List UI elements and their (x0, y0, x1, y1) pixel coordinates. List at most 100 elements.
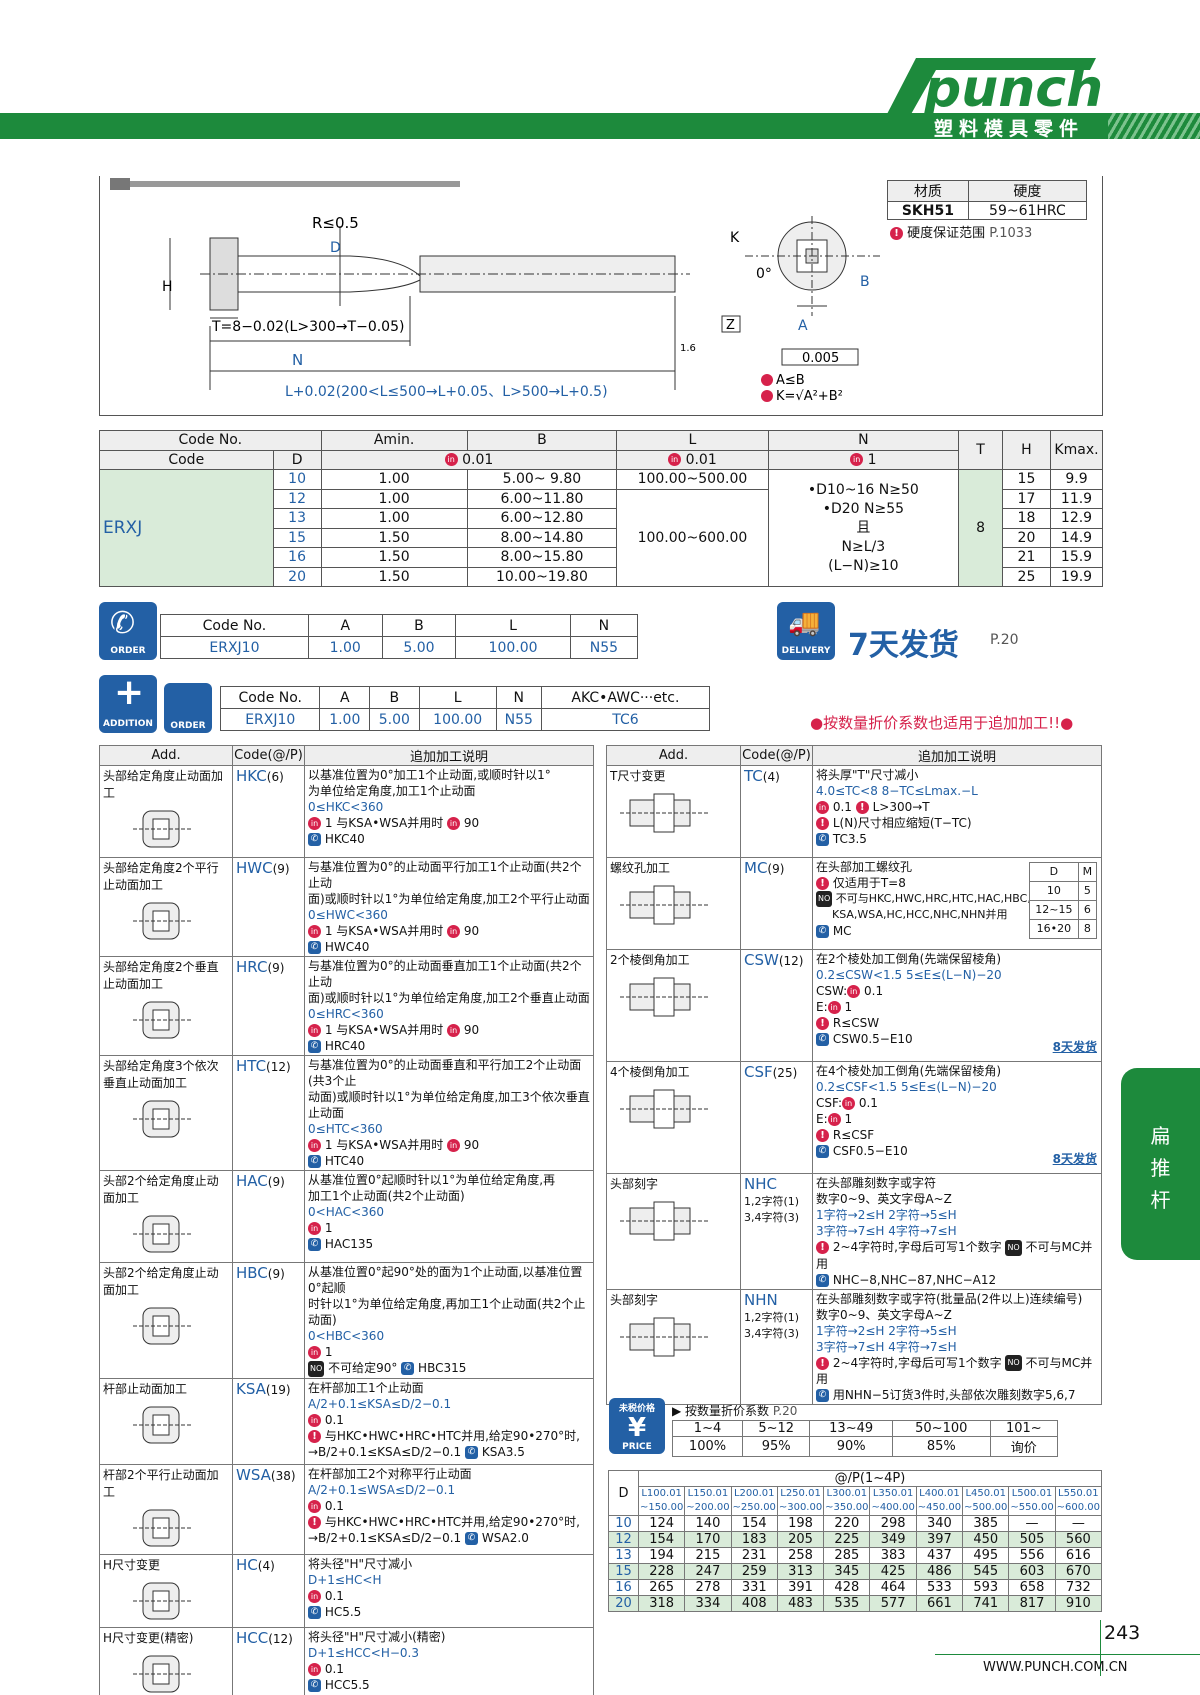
price-cell: 170 (684, 1531, 732, 1548)
price-col-header: L150.01~200.00 (684, 1486, 732, 1516)
price-cell: 340 (915, 1515, 964, 1532)
price-cell: 408 (730, 1595, 778, 1612)
price-h-d: D (608, 1470, 639, 1516)
price-cell: 505 (1008, 1531, 1056, 1548)
price-cell: 313 (776, 1563, 825, 1580)
footer-url[interactable]: WWW.PUNCH.COM.CN (983, 1660, 1128, 1675)
addition-desc: 从基准位置0°起顺时针以1°为单位给定角度,再加工1个止动面(共2个止动面)0<… (304, 1170, 594, 1263)
row-k: 15.9 (1049, 547, 1104, 568)
price-d: 20 (608, 1595, 639, 1612)
addition-name: T尺寸变更 (606, 765, 741, 858)
th-kmax: Kmax. (1049, 430, 1104, 470)
price-col-header: L350.01~400.00 (869, 1486, 917, 1516)
row-k: 14.9 (1049, 527, 1104, 548)
addition-figure (103, 1399, 229, 1450)
row-d: 20 (272, 566, 322, 587)
addition-code: KSA(19) (232, 1377, 305, 1465)
price-cell: 670 (1054, 1563, 1103, 1580)
row-a: 1.00 (320, 469, 468, 490)
addition-desc: 与基准位置为0°的止动面垂直加工1个止动面(共2个止动面)或顺时针以1°为单位给… (304, 956, 594, 1056)
delivery-ref[interactable]: P.20 (990, 632, 1019, 648)
price-cell: 154 (730, 1515, 778, 1532)
delivery-icon: DELIVERY (777, 602, 835, 660)
add-h-b: B (369, 686, 420, 709)
price-d: 16 (608, 1579, 639, 1596)
th-code: Code (99, 449, 274, 470)
price-col-header: L500.01~550.00 (1008, 1486, 1056, 1516)
price-col-header: L450.01~500.00 (962, 1486, 1010, 1516)
add-v-n: N55 (495, 708, 542, 731)
addition-figure (103, 1093, 229, 1144)
qty-h: 5~12 (742, 1420, 811, 1437)
order-v-b: 5.00 (381, 636, 457, 659)
side-char: 扁 (1150, 1124, 1171, 1148)
dim-a: A (798, 318, 808, 334)
addition-name: 头部2个给定角度止动面加工 (99, 1170, 233, 1263)
price-cell: 450 (962, 1531, 1010, 1548)
order-v-n: N55 (569, 636, 639, 659)
addition-figure (103, 803, 229, 854)
page-number: 243 (1104, 1622, 1141, 1644)
price-cell: 231 (730, 1547, 778, 1564)
th-l: L (616, 430, 769, 451)
price-d: 13 (608, 1547, 639, 1564)
addition-code: HBC(9) (232, 1262, 305, 1379)
addition-code: HCC(12) (232, 1626, 305, 1695)
price-cell: 183 (730, 1531, 778, 1548)
hardness-ref[interactable]: P.1033 (989, 226, 1033, 241)
price-cell: 259 (730, 1563, 778, 1580)
technical-drawing: R≤0.5 T=8−0.02(L>300→T−0.05) N L+0.02(20… (110, 178, 880, 404)
dim-b: B (860, 274, 870, 290)
addition-name: 头部刻字 (606, 1288, 741, 1405)
row-h: 20 (1001, 527, 1051, 548)
side-tab[interactable]: 扁推杆 (1121, 1068, 1200, 1260)
price-cell: 661 (915, 1595, 964, 1612)
price-d: 15 (608, 1563, 639, 1580)
price-col-header: L200.01~250.00 (730, 1486, 778, 1516)
dim-n: N (292, 351, 303, 369)
row-h: 21 (1001, 547, 1051, 568)
price-cell: 198 (776, 1515, 825, 1532)
th-codeno: Code No. (99, 430, 322, 451)
addition-code: CSW(12) (740, 949, 813, 1062)
order-h-n: N (569, 614, 639, 637)
order-v-l: 100.00 (455, 636, 571, 659)
price-cell: 616 (1054, 1547, 1103, 1564)
price-cell: 577 (869, 1595, 917, 1612)
addition-figure (103, 1502, 229, 1553)
price-d: 10 (608, 1515, 639, 1532)
delivery-tag: 8天发货 (1052, 1040, 1097, 1054)
qty-h: 13~49 (809, 1420, 893, 1437)
hardness-header: 硬度 (967, 180, 1088, 202)
row-d: 16 (272, 547, 322, 568)
addition-code: HKC(6) (232, 765, 305, 858)
price-cell: 285 (823, 1547, 871, 1564)
add-h-etc: AKC•AWC···etc. (540, 686, 711, 709)
side-char: 推 (1150, 1156, 1171, 1180)
addition-code: HTC(12) (232, 1055, 305, 1171)
order-h-code: Code No. (160, 614, 309, 637)
side-char: 杆 (1150, 1188, 1171, 1212)
punch-logo: punch (886, 58, 1103, 119)
order-v-code: ERXJ10 (160, 636, 309, 659)
price-cell: 247 (684, 1563, 732, 1580)
truck-icon: 🚚 (788, 608, 821, 638)
price-cell: 140 (684, 1515, 732, 1532)
price-cell: 258 (776, 1547, 825, 1564)
price-col-header: L100.01~150.00 (637, 1486, 686, 1516)
add-h-a: A (319, 686, 371, 709)
price-cell: 741 (962, 1595, 1010, 1612)
price-cell: 385 (962, 1515, 1010, 1532)
delivery-tag: 8天发货 (1052, 1152, 1097, 1166)
